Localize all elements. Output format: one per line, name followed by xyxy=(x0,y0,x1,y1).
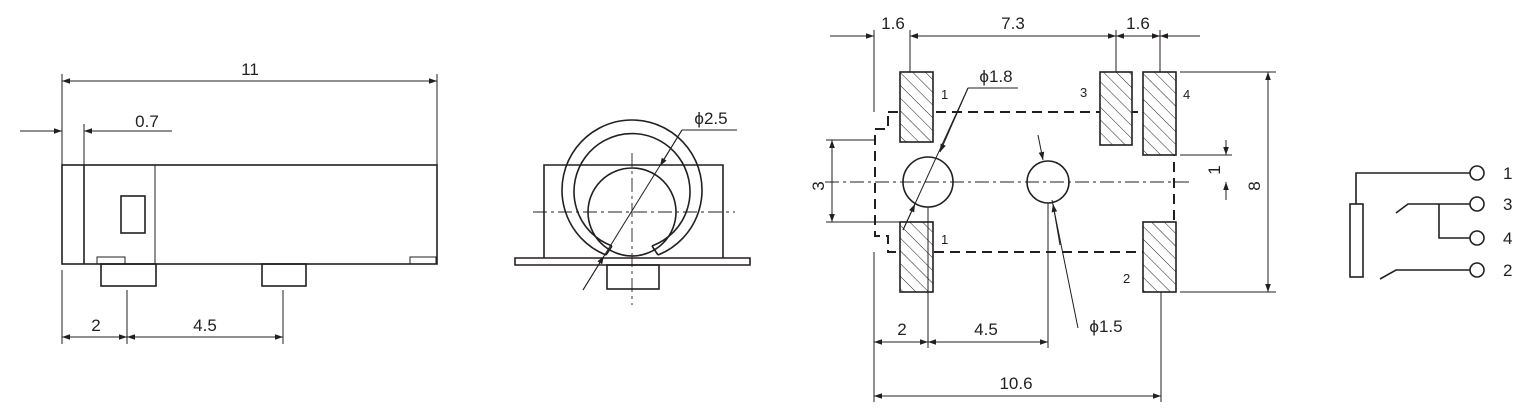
pad-label: 4 xyxy=(1183,87,1190,102)
pin-label: 3 xyxy=(1503,195,1512,214)
dim-bottom-b: 4.5 xyxy=(974,320,998,339)
pin-label: 1 xyxy=(1503,164,1512,183)
side-body-outline xyxy=(61,164,438,265)
terminal-1 xyxy=(1469,165,1485,181)
dim-offset: 0.7 xyxy=(135,112,159,131)
dim-height-right: 8 xyxy=(1245,181,1264,190)
dim-top-left: 1.6 xyxy=(881,14,905,33)
pad-4 xyxy=(1142,71,1177,156)
schematic-wire-2 xyxy=(1379,269,1470,280)
pad-label: 3 xyxy=(1080,85,1087,100)
side-view: 11 0.7 2 4.5 xyxy=(20,60,438,344)
pin-label: 2 xyxy=(1503,261,1512,280)
dim-length: 11 xyxy=(241,60,259,79)
dim-bottom-total: 10.6 xyxy=(999,374,1032,393)
dim-top-right: 1.6 xyxy=(1126,14,1150,33)
side-window xyxy=(120,195,146,234)
dim-bore-diameter: ϕ2.5 xyxy=(694,109,727,128)
front-outer-ring xyxy=(561,119,703,256)
dim-top-mid: 7.3 xyxy=(1001,14,1025,33)
pad-3 xyxy=(1099,71,1133,146)
schematic-wire-3 xyxy=(1395,203,1470,214)
dim-pin-a: 2 xyxy=(91,316,100,335)
terminal-2 xyxy=(1469,262,1485,278)
terminal-3 xyxy=(1469,196,1485,212)
schematic: 1 3 4 2 xyxy=(1349,164,1512,280)
pad-2 xyxy=(1142,221,1177,293)
dim-height-left: 3 xyxy=(809,181,828,190)
pad-1-top xyxy=(899,71,934,143)
schematic-wire-4 xyxy=(1438,204,1470,239)
front-flange xyxy=(514,257,751,266)
side-bump-left xyxy=(96,256,126,265)
side-pin-1 xyxy=(100,263,157,287)
side-pin-2 xyxy=(261,263,307,287)
footprint-view: 1 3 4 1 2 1.6 7.3 1.6 ϕ1.8 ϕ1.5 xyxy=(809,14,1276,402)
pin-label: 4 xyxy=(1503,229,1512,248)
schematic-plug xyxy=(1349,203,1364,278)
front-view: ϕ2.5 xyxy=(514,109,751,305)
terminal-4 xyxy=(1469,230,1485,246)
pad-label: 1 xyxy=(941,232,948,247)
pad-label: 2 xyxy=(1123,271,1130,286)
schematic-wire-1 xyxy=(1355,172,1470,204)
front-body xyxy=(543,164,724,258)
front-leg xyxy=(606,264,660,290)
side-bump-right xyxy=(409,256,437,265)
dim-hole-small: ϕ1.5 xyxy=(1089,317,1122,336)
pad-label: 1 xyxy=(941,87,948,102)
dim-pin-b: 4.5 xyxy=(193,316,217,335)
dim-bottom-a: 2 xyxy=(897,320,906,339)
dim-hole-large: ϕ1.8 xyxy=(979,67,1012,86)
dim-small-right: 1 xyxy=(1205,165,1224,174)
footprint-outline xyxy=(874,111,1175,253)
